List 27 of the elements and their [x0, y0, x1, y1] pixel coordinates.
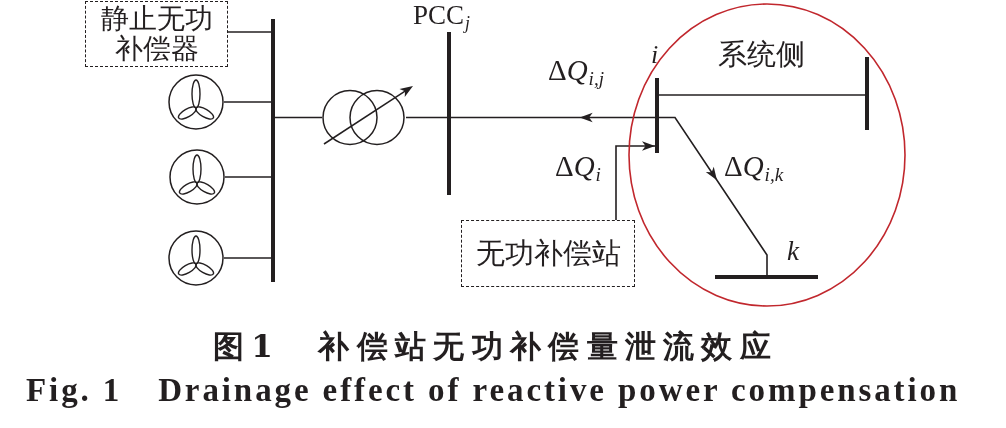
connector-line — [274, 116, 323, 119]
dashed-box — [461, 220, 635, 287]
edge-label: ΔQ$_{i,k}$ — [724, 149, 785, 186]
edge-label: ΔQ$_{i,j}$ — [548, 53, 606, 90]
busbar — [865, 57, 869, 130]
dashed-box — [85, 1, 228, 67]
figure-caption: Fig. 1 Drainage effect of reactive power compensation — [26, 372, 961, 410]
connector-line — [224, 176, 272, 178]
edge-label: ΔQ$_{i}$ — [555, 149, 602, 186]
bus-label: PCC$_{j}$ — [413, 0, 470, 33]
connector-line — [405, 116, 448, 119]
arrow — [615, 141, 656, 221]
component-label: 无功补偿站 — [475, 238, 621, 269]
connector-line — [227, 31, 272, 33]
connector-line — [658, 94, 866, 96]
bus-label: k — [787, 236, 801, 268]
region-label: 系统侧 — [718, 38, 805, 72]
figure-caption: 图1 补偿站无功补偿量泄流效应 — [213, 329, 779, 365]
busbar — [271, 19, 275, 282]
connector-line — [223, 257, 272, 259]
wind-turbine-icon — [168, 230, 224, 286]
region-ellipse — [628, 3, 906, 307]
wind-turbine-icon — [168, 74, 224, 130]
bus-label: i — [651, 42, 660, 68]
wind-turbine-icon — [169, 149, 225, 205]
component-label: 静止无功补偿器 — [99, 4, 214, 64]
connector-line — [223, 101, 272, 103]
